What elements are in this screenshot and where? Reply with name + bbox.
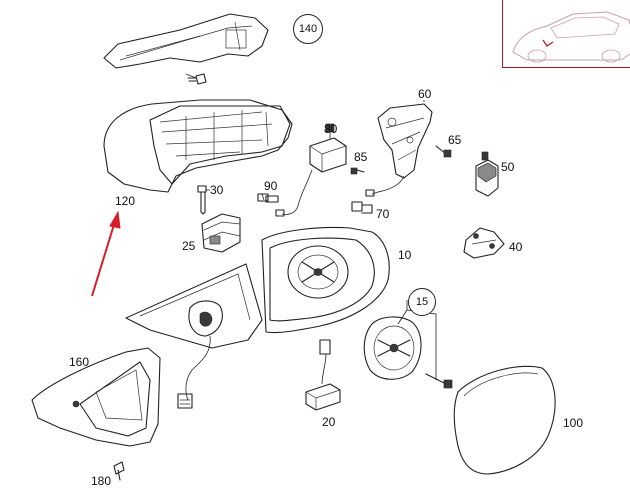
part-80-control-module [275,123,347,217]
label-part-85: 85 [354,150,368,164]
part-15-adjust-motor [363,316,453,389]
label-part-70: 70 [376,207,390,221]
label-part-15: 15 [408,288,436,316]
highlight-arrow [91,210,121,297]
label-part-65: 65 [448,133,462,147]
part-30-screw [197,185,207,215]
label-part-40: 40 [509,240,523,254]
label-part-90: 90 [264,179,278,193]
part-10-mirror-housing [261,226,390,334]
label-part-30: 30 [210,183,224,197]
part-50-actuator [475,151,499,197]
part-180-screw [113,461,125,481]
vehicle-locator-inset [502,0,630,68]
part-25-motor-unit [201,213,241,253]
part-70-connector [351,201,373,214]
part-65-screw [435,145,452,158]
mirror-base-foot [125,263,263,409]
part-20-harness-connector [305,339,341,411]
part-90-connector [257,193,279,203]
part-100-mirror-glass [453,365,556,475]
label-part-50: 50 [501,160,515,174]
label-part-25: 25 [182,239,196,253]
leader-lines [185,73,437,380]
label-part-100: 100 [563,416,584,430]
car-outline-icon [512,11,630,63]
label-part-80: 80 [324,122,338,136]
label-part-60: 60 [418,87,432,101]
part-85-screw [350,167,365,175]
label-part-160: 160 [69,355,90,369]
part-160-triangle-cover [31,347,161,447]
label-part-10: 10 [398,248,412,262]
label-part-120: 120 [115,194,136,208]
label-part-180: 180 [91,474,112,488]
part-60-fold-bracket [365,103,433,197]
part-120-housing-cover [103,99,293,193]
part-40-bracket [463,227,505,259]
label-part-20: 20 [322,415,336,429]
label-part-140: 140 [293,14,323,44]
part-140-turn-signal [103,13,269,85]
